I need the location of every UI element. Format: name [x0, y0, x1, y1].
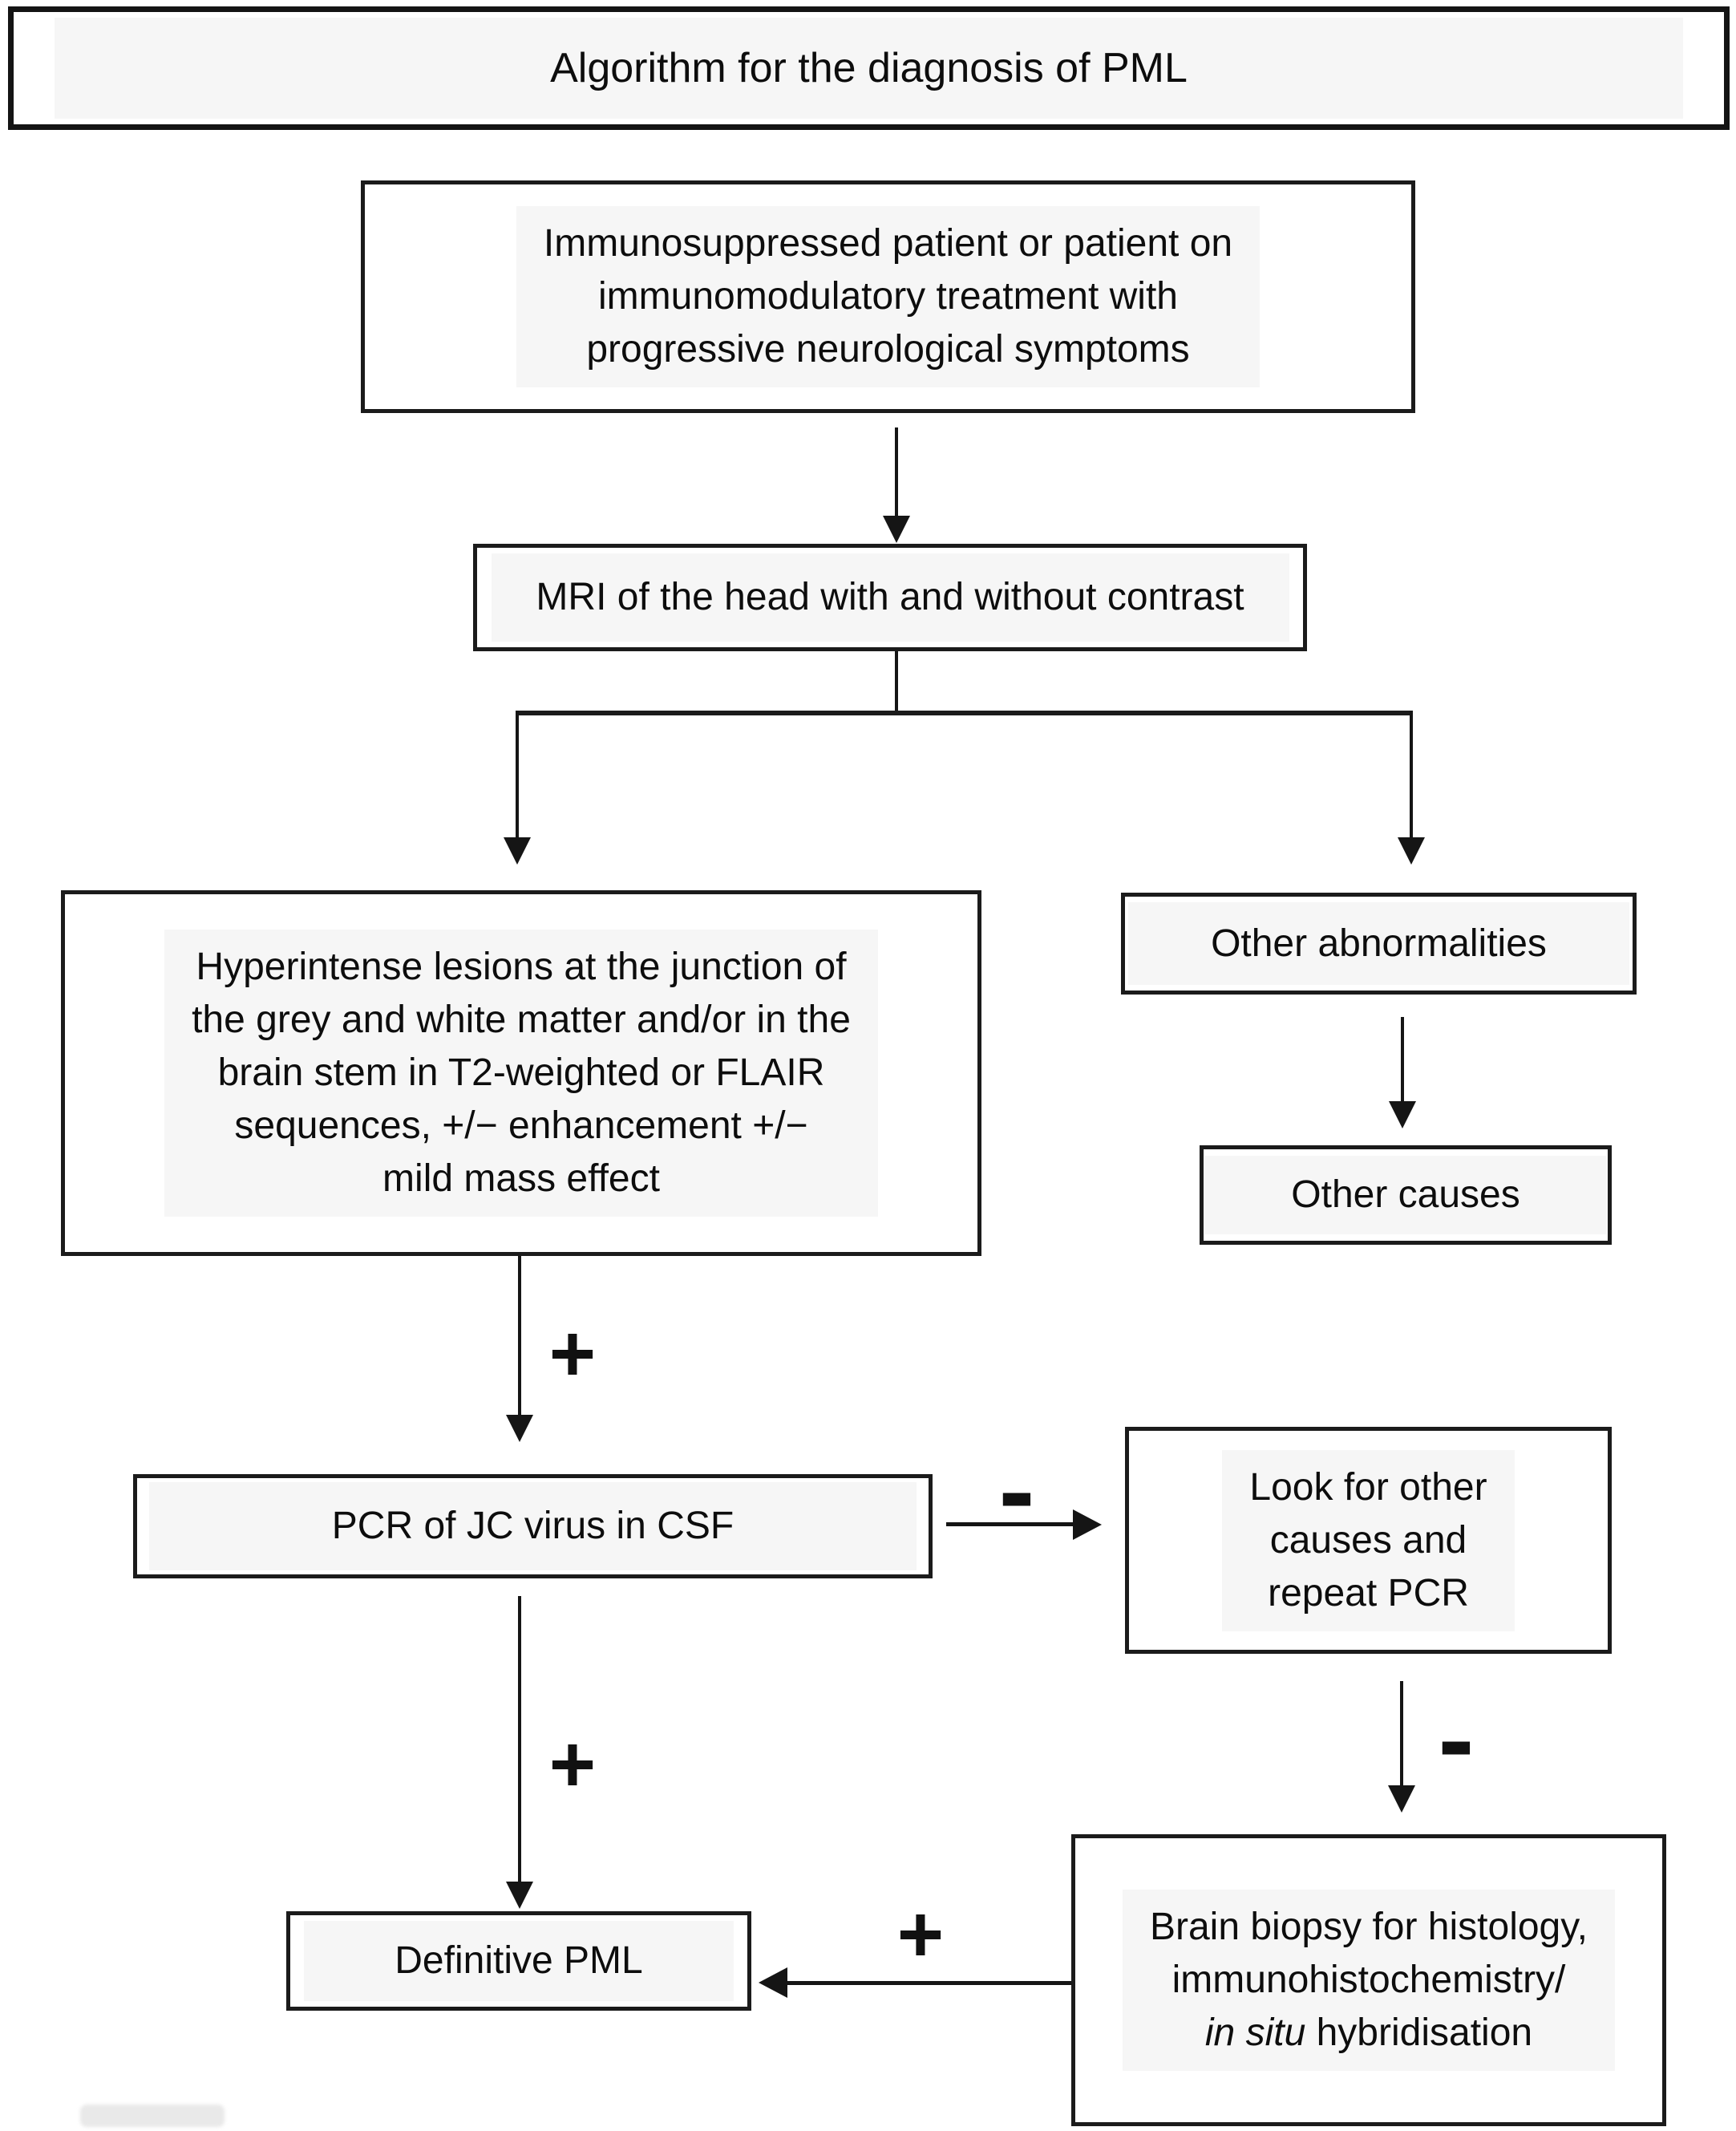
edge-abnormalities-causes-line [1401, 1017, 1404, 1103]
minus-sign: - [1438, 1678, 1475, 1800]
edge-biopsy-definitive-arrowhead-icon [759, 1967, 787, 1998]
node-pcr-patch: PCR of JC virus in CSF [149, 1482, 917, 1570]
scan-artifact-smudge [80, 2105, 225, 2127]
title-patch: Algorithm for the diagnosis of PML [55, 18, 1683, 119]
edge-branch-left-arrowhead-icon [504, 837, 531, 865]
plus-sign: + [896, 1890, 945, 1979]
node-look-line: causes and [1269, 1518, 1467, 1562]
node-pcr: PCR of JC virus in CSF [133, 1474, 933, 1578]
edge-abnormalities-causes-arrowhead-icon [1389, 1101, 1416, 1128]
edge-pcr-definitive-line [518, 1596, 521, 1883]
node-mri-patch: MRI of the head with and without contras… [491, 553, 1289, 642]
node-lesions-patch: Hyperintense lesions at the junction of … [164, 930, 878, 1217]
node-mri: MRI of the head with and without contras… [473, 544, 1307, 651]
node-definitive-pml-patch: Definitive PML [304, 1920, 734, 2002]
node-patient-line: immunomodulatory treatment with [598, 275, 1178, 318]
node-definitive-pml: Definitive PML [286, 1911, 751, 2011]
edge-lesions-pcr-line [518, 1256, 521, 1416]
node-brain-biopsy-line: Brain biopsy for histology, [1149, 1906, 1588, 1948]
node-patient-line: progressive neurological symptoms [586, 328, 1190, 371]
edge-branch-right-line [1410, 711, 1413, 839]
edge-patient-mri-arrowhead-icon [883, 516, 910, 543]
plus-sign: + [548, 1720, 597, 1809]
node-lesions-line: brain stem in T2-weighted or FLAIR [217, 1051, 825, 1094]
node-lesions: Hyperintense lesions at the junction of … [61, 890, 981, 1256]
edge-mri-branch-stem [895, 651, 898, 714]
node-lesions-line: Hyperintense lesions at the junction of [196, 946, 847, 988]
edge-mri-branch-bar [517, 711, 1413, 715]
edge-pcr-look-line [946, 1522, 1074, 1526]
edge-patient-mri-line [895, 427, 898, 517]
node-other-causes: Other causes [1200, 1145, 1612, 1245]
title-banner: Algorithm for the diagnosis of PML [8, 6, 1730, 130]
node-lesions-line: sequences, +/− enhancement +/− [234, 1104, 808, 1147]
edge-branch-left-line [516, 711, 519, 839]
node-look-line: repeat PCR [1268, 1571, 1469, 1614]
minus-sign: - [998, 1429, 1035, 1551]
node-other-causes-patch: Other causes [1204, 1155, 1607, 1235]
node-look-other-causes: Look for other causes and repeat PCR [1125, 1427, 1612, 1654]
edge-lesions-pcr-arrowhead-icon [506, 1415, 533, 1442]
node-look-other-causes-patch: Look for other causes and repeat PCR [1222, 1449, 1515, 1631]
node-lesions-line: the grey and white matter and/or in the [192, 999, 851, 1041]
node-definitive-pml-label: Definitive PML [395, 1939, 643, 1982]
diagram-title: Algorithm for the diagnosis of PML [550, 45, 1188, 91]
node-patient: Immunosuppressed patient or patient on i… [361, 180, 1415, 413]
node-pcr-label: PCR of JC virus in CSF [331, 1505, 734, 1547]
edge-pcr-definitive-arrowhead-icon [506, 1882, 533, 1909]
node-patient-line: Immunosuppressed patient or patient on [543, 222, 1233, 265]
node-other-abnormalities-patch: Other abnormalities [1127, 902, 1630, 985]
node-lesions-line: mild mass effect [382, 1157, 660, 1200]
edge-biopsy-definitive-line [786, 1981, 1071, 1985]
node-mri-label: MRI of the head with and without contras… [536, 575, 1244, 618]
node-other-causes-label: Other causes [1291, 1173, 1520, 1216]
edge-look-biopsy-arrowhead-icon [1388, 1785, 1415, 1813]
node-brain-biopsy-line: in situ hybridisation [1205, 2007, 1532, 2060]
edge-pcr-look-arrowhead-icon [1073, 1509, 1102, 1540]
node-other-abnormalities: Other abnormalities [1121, 893, 1637, 995]
node-other-abnormalities-label: Other abnormalities [1211, 922, 1547, 965]
node-look-line: Look for other [1249, 1465, 1487, 1509]
node-brain-biopsy-patch: Brain biopsy for histology, immunohistoc… [1122, 1890, 1616, 2071]
node-brain-biopsy-line3-rest: hybridisation [1305, 2011, 1533, 2054]
node-brain-biopsy-line: immunohistochemistry/ [1171, 1959, 1566, 2001]
edge-look-biopsy-line [1400, 1681, 1403, 1787]
plus-sign: + [548, 1309, 597, 1399]
edge-branch-right-arrowhead-icon [1398, 837, 1425, 865]
node-patient-patch: Immunosuppressed patient or patient on i… [516, 206, 1261, 387]
node-brain-biopsy: Brain biopsy for histology, immunohistoc… [1071, 1834, 1666, 2126]
node-brain-biopsy-italic: in situ [1204, 2011, 1306, 2054]
